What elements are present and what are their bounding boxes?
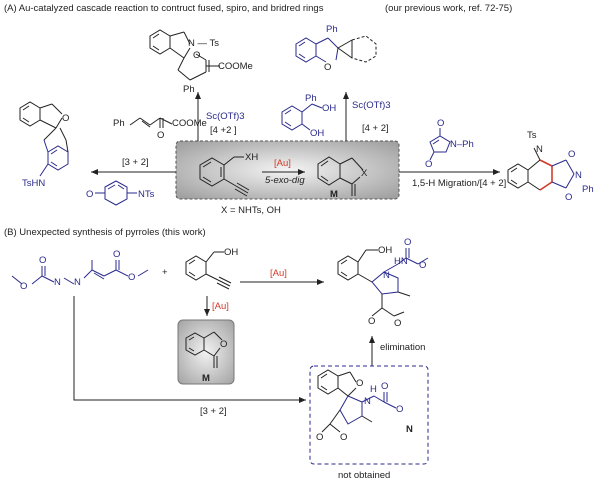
right-product-ts: Ts [527,130,537,141]
center-x-def: X = NHTs, OH [221,205,281,216]
reagent-oh: OH [224,247,238,258]
top-right-product-spiro [295,35,377,63]
n-box [309,365,429,465]
n-o2: O [381,381,388,392]
center-x: X [361,168,368,179]
top-left-reagent-coome: COOMe [172,118,207,129]
top-right-catalyst: Sc(OTf)3 [352,100,391,111]
center-mode: 5-exo-dig [265,175,305,186]
top-right-reagent-phenol [281,103,323,131]
reagent-n2: N [74,277,81,288]
right-reagent-o2: O [425,159,432,170]
top-right-annot: [4 + 2] [362,123,389,134]
left-reagent-nts: NTs [138,189,155,200]
center-intermediate-m [317,156,364,196]
pyrrole-o3: O [368,316,375,327]
n-structure [317,369,397,433]
pyrrole-product [337,248,429,317]
center-reactant [199,156,250,197]
n-label: N [406,424,413,435]
plus-sign: + [162,267,168,278]
left-product-tshn: TsHN [22,178,45,189]
section-a-title: (A) Au-catalyzed cascade reaction to con… [4,3,324,14]
top-right-reagent-oh1: OH [322,103,336,114]
top-left-product-nts: N — Ts [188,38,219,49]
section-a-ref: (our previous work, ref. 72-75) [385,3,512,14]
left-reagent-o: O [86,189,93,200]
top-left-product-fused [149,29,220,81]
top-right-product-ph: Ph [326,24,338,35]
right-product-ph: Ph [582,184,594,195]
center-sub-xh: XH [245,152,258,163]
reagent-o4: O [128,272,135,283]
reagent-o2: O [39,255,46,266]
m-structure [185,331,223,368]
top-left-product-coome: COOMe [218,61,253,72]
reagent-alkynyl-alcohol [185,251,232,290]
down-catalyst: [Au] [212,301,229,312]
bottom-annot: [3 + 2] [200,406,227,417]
pyrrole-n: N [383,270,390,281]
right-product-n: N [536,144,543,155]
top-left-reagent-ph: Ph [113,118,125,129]
top-left-reagent-o: O [157,130,164,141]
center-catalyst: [Au] [274,158,291,169]
right-annot: 1,5-H Migration/[4 + 2] [412,178,506,189]
right-product-bridged [507,147,575,191]
left-reagent-quinone-imine [95,180,137,206]
top-left-product-o: O [193,50,200,61]
reagent-o3: O [113,249,120,260]
right-product-o1: O [568,149,575,160]
n-o3: O [396,404,403,415]
center-label-m: M [330,189,338,200]
m-label: M [202,373,210,384]
top-left-annot: [4 +2 ] [210,125,237,136]
top-left-catalyst: Sc(OTf)3 [206,111,245,122]
left-annot: [3 + 2] [122,157,149,168]
right-product-n2: N [575,170,582,181]
n-h: H [370,384,377,395]
n-o1: O [356,378,363,389]
pyrrole-o4: O [394,318,401,329]
reagent-azoalkene [11,260,149,285]
top-right-reagent-ph: Ph [305,93,317,104]
n-n1: N [364,396,371,407]
pyrrole-o1: O [404,237,411,248]
right-reagent-maleimide [429,128,451,161]
m-o: O [220,339,227,350]
reagent-n1: N [54,277,61,288]
center-box [175,140,400,200]
left-product-o: O [62,113,69,124]
n-o4: O [316,432,323,443]
bottom-arrow [73,296,306,403]
right-reagent-nph: N–Ph [450,139,474,150]
m-box [177,319,235,385]
elimination-label: elimination [380,342,425,353]
right-reagent-o1: O [437,118,444,129]
top-right-product-o: O [324,62,331,73]
pyrrole-o2: O [419,260,426,271]
top-left-product-ph: Ph [183,84,195,95]
top-right-reagent-oh2: OH [310,128,324,139]
right-product-o2: O [565,192,572,203]
not-obtained: not obtained [338,470,390,481]
pyrrole-hn: HN [394,256,408,267]
n-o5: O [340,432,347,443]
reagent-o1: O [20,281,27,292]
main-catalyst: [Au] [270,268,287,279]
pyrrole-oh: OH [378,245,392,256]
top-left-reagent-enone [129,117,173,128]
left-product-spiro [19,101,69,177]
section-b-title: (B) Unexpected synthesis of pyrroles (th… [4,227,206,238]
